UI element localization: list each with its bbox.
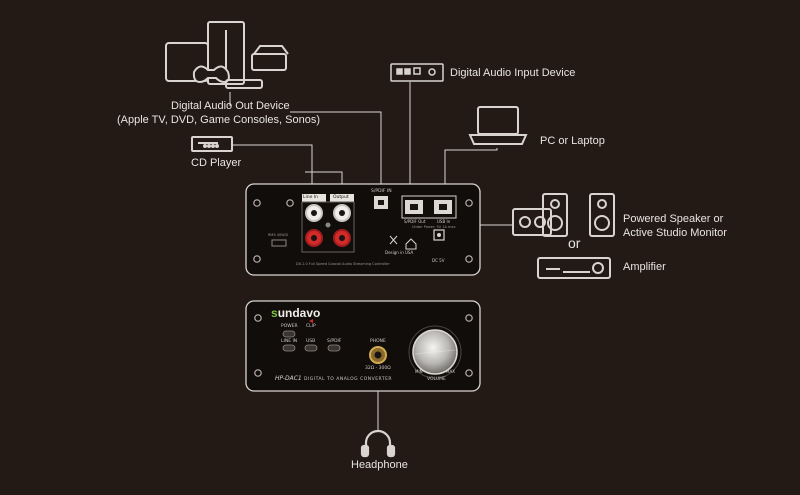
rear-spdif-out-text: S/PDIF Out — [404, 219, 426, 224]
digital-out-title-label: Digital Audio Out Device — [171, 100, 290, 112]
digital-input-device-icon — [390, 63, 444, 82]
cert-icons — [389, 235, 417, 250]
streaming-box-icon — [225, 79, 263, 89]
voltage-switch — [271, 239, 287, 247]
rear-spdif-in-text: S/PDIF IN — [371, 189, 392, 194]
laptop-icon — [468, 106, 528, 145]
clip-led — [309, 319, 313, 323]
digital-out-devices-icon — [165, 21, 289, 89]
amplifier-label: Amplifier — [623, 261, 666, 273]
rear-usb-in-text: USB In — [437, 219, 451, 224]
power-button — [282, 330, 296, 338]
line-cd-to-line-in — [232, 144, 313, 196]
rear-output-text: Output — [333, 195, 349, 200]
powered-speaker-label-line1: Powered Speaker or — [623, 213, 724, 225]
front-panel — [245, 300, 481, 392]
rear-panel — [245, 183, 481, 276]
headphone-label: Headphone — [351, 459, 408, 471]
dc-in-port — [433, 229, 445, 241]
headphone-icon — [360, 429, 396, 458]
front-line-in-text: LINE IN — [281, 339, 298, 344]
rca-jacks — [305, 204, 351, 247]
front-max-text: MAX — [446, 369, 455, 374]
brand-logo-rest: undavo — [277, 306, 321, 320]
rear-panel-screws — [253, 199, 473, 263]
front-usb-text: USB — [306, 339, 316, 344]
cd-player-icon — [191, 136, 233, 152]
front-volume-text: VOLUME — [427, 377, 446, 382]
rear-dc-in-text: DC 5V — [432, 258, 445, 263]
front-model-desc-text: DIGITAL TO ANALOG CONVERTER — [304, 377, 393, 382]
set-top-box-icon — [251, 53, 287, 71]
line-pc-to-usb — [444, 148, 498, 196]
front-ohm-text: 32Ω - 300Ω — [365, 366, 391, 371]
front-phone-text: PHONE — [370, 339, 386, 344]
or-label: or — [568, 235, 581, 251]
output-tag — [330, 194, 354, 202]
pc-laptop-label: PC or Laptop — [540, 135, 605, 147]
digital-out-subtitle-label: (Apple TV, DVD, Game Consoles, Sonos) — [117, 114, 320, 126]
line-in-tag — [302, 194, 326, 202]
rear-design-text: Design in USA — [385, 250, 414, 255]
volume-knob — [412, 329, 458, 375]
front-min-text: MIN — [415, 369, 423, 374]
front-power-text: POWER — [281, 324, 298, 329]
volume-ring — [408, 325, 462, 379]
front-model-text: HP-DAC1 — [275, 375, 302, 382]
spdif-button — [327, 344, 341, 352]
brand-logo: sundavo — [271, 306, 320, 320]
brand-logo-prefix: s — [271, 306, 278, 320]
digital-input-device-label: Digital Audio Input Device — [450, 67, 576, 79]
rear-line-in-text: Line In — [303, 195, 318, 200]
powered-speakers-icon — [512, 193, 615, 237]
line-digital-out-to-spdif-in — [229, 92, 382, 196]
rear-power-note-text: Under Power: 5V 1A max — [412, 225, 456, 229]
powered-speaker-label-line2: Active Studio Monitor — [623, 227, 727, 239]
line-in-button — [282, 344, 296, 352]
game-controller-icon — [192, 65, 230, 84]
rear-switch-label: RMS 40W/S — [268, 233, 289, 237]
front-panel-screws — [254, 314, 473, 377]
front-clip-text: CLIP — [306, 324, 316, 329]
cd-player-label: CD Player — [191, 157, 242, 169]
rear-model-text: DX-1.0 Full Speed Coaxial Audio Streamin… — [296, 262, 390, 266]
amplifier-icon — [537, 257, 611, 279]
usb-button — [304, 344, 318, 352]
front-spdif-text: S/PDIF — [327, 339, 342, 344]
